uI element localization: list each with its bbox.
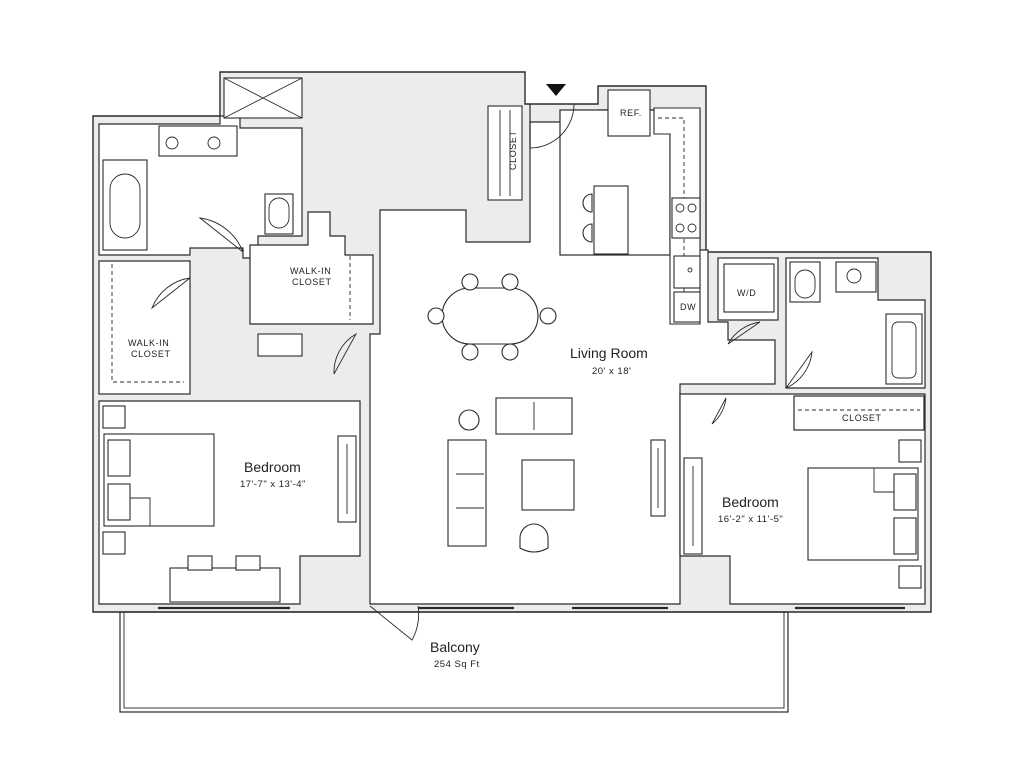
- walkin-closet-left-label-2: CLOSET: [131, 349, 171, 359]
- living-room-name: Living Room: [570, 345, 648, 361]
- washer-dryer-label: W/D: [737, 288, 756, 298]
- balcony: [119, 611, 789, 713]
- living-room-size: 20' x 18': [592, 366, 631, 377]
- walkin-closet-left-label-1: WALK-IN: [128, 338, 169, 348]
- fridge-label: REF.: [620, 108, 642, 118]
- bath-2-fixtures: [785, 261, 923, 389]
- dresser-right: [683, 457, 703, 555]
- right-closet-label: CLOSET: [842, 413, 882, 423]
- balcony-name: Balcony: [430, 639, 480, 655]
- bedroom-right-door: [711, 397, 727, 425]
- bed-right: [807, 439, 922, 589]
- bedroom-right-name: Bedroom: [722, 494, 779, 510]
- dining-table: [427, 273, 557, 361]
- bath-door: [198, 217, 244, 253]
- living-furniture: [337, 397, 666, 553]
- bedroom-right-size: 16'-2" x 11'-5": [718, 514, 783, 525]
- entry-closet-label: CLOSET: [508, 130, 518, 170]
- dishwasher-label: DW: [680, 302, 696, 312]
- kitchen-counters: REF. DW: [607, 89, 701, 325]
- walkin-closet-top-fixtures: WALK-IN CLOSET: [257, 256, 351, 357]
- entry-arrow-icon: [546, 84, 566, 96]
- bed-left: [102, 405, 215, 555]
- bedroom-left-size: 17'-7" x 13'-4": [240, 479, 306, 490]
- bedroom-left-door: [333, 332, 358, 375]
- balcony-door: [369, 605, 420, 641]
- kitchen-island: [582, 185, 629, 255]
- bedroom-left-name: Bedroom: [244, 459, 301, 475]
- entry-closet: CLOSET: [487, 105, 523, 201]
- walkin-closet-left: [98, 260, 191, 395]
- right-closet: [793, 395, 925, 431]
- entry-door: [529, 103, 575, 149]
- walkin-closet-top: [249, 211, 374, 325]
- master-bath-fixtures: [102, 77, 303, 251]
- walkin-closet-top-label-1: WALK-IN: [290, 266, 331, 276]
- right-closet-fixtures: CLOSET: [798, 409, 920, 423]
- walkin-closet-top-label-2: CLOSET: [292, 277, 332, 287]
- laundry-fixtures: W/D: [723, 263, 775, 345]
- walkin-closet-left-fixtures: WALK-IN CLOSET: [111, 264, 191, 383]
- desk-left: [169, 555, 281, 603]
- balcony-size: 254 Sq Ft: [434, 659, 480, 670]
